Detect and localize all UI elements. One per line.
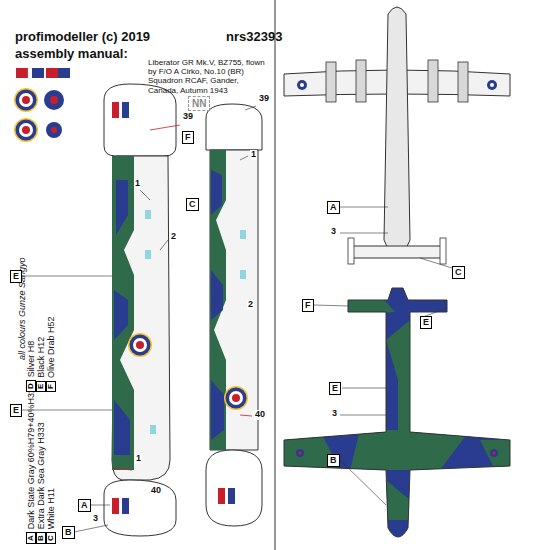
- legend-row: B Extra Dark Sea Gray H333: [36, 388, 46, 544]
- callout-letter: B: [327, 454, 340, 467]
- paint-name: Black H12: [36, 337, 46, 378]
- aircraft-description: Liberator GR Mk.V, BZ755, flown by F/O A…: [148, 58, 270, 95]
- callout-letter: E: [10, 404, 22, 417]
- callout-number: 2: [247, 300, 254, 310]
- paint-letter: D: [26, 380, 36, 392]
- top-view-underside: [284, 7, 510, 268]
- callout-number: 39: [182, 112, 194, 122]
- sheet-subtitle: assembly manual:: [15, 47, 128, 61]
- legend-row: C White H11: [46, 388, 56, 544]
- callout-number: 3: [330, 227, 337, 237]
- paint-legend: D Silver H8E Black H12F Olive Drab H52: [26, 317, 56, 392]
- callout-number: 1: [135, 454, 142, 464]
- paint-name: Olive Drab H52: [46, 317, 56, 379]
- paint-name: White H11: [46, 488, 56, 529]
- callout-number: 40: [254, 410, 266, 420]
- callout-number: 1: [134, 179, 141, 189]
- paint-letter: E: [36, 381, 46, 392]
- callout-letter: E: [10, 270, 22, 283]
- paint-legend: A Dark State Gray 60%H79+40%H32B Extra Dar…: [26, 388, 56, 544]
- callout-letter: F: [302, 299, 314, 312]
- callout-number: 1: [250, 150, 257, 160]
- callout-number: 40: [150, 486, 162, 496]
- paint-letter: F: [46, 381, 56, 392]
- callout-letter: E: [420, 316, 432, 329]
- legend-row: D Silver H8: [26, 317, 36, 392]
- paint-name: Dark State Gray 60%H79+40%H32: [26, 388, 36, 529]
- callout-letter: E: [329, 382, 341, 395]
- side-view-starboard: [206, 104, 262, 526]
- callout-letter: C: [186, 198, 199, 211]
- paint-name: Silver H8: [26, 341, 36, 378]
- paint-letter: A: [26, 532, 36, 544]
- legend-row: A Dark State Gray 60%H79+40%H32: [26, 388, 36, 544]
- callout-letter: A: [78, 499, 91, 512]
- callout-number: 39: [258, 94, 270, 104]
- placeholder-mark: NN: [188, 96, 210, 111]
- callout-letter: A: [327, 201, 340, 214]
- callout-number: 2: [170, 232, 177, 242]
- paint-letter: B: [36, 532, 46, 544]
- paint-name: Extra Dark Sea Gray H333: [36, 422, 46, 529]
- side-view-port: [22, 84, 180, 536]
- callout-letter: B: [62, 526, 75, 539]
- kit-number: nrs32393: [226, 30, 282, 44]
- paint-letter: C: [46, 532, 56, 544]
- callout-number: 3: [331, 409, 338, 419]
- insignia-set: [14, 68, 70, 142]
- plan-view-camouflage: [280, 285, 515, 550]
- callout-letter: C: [452, 266, 465, 279]
- legend-row: F Olive Drab H52: [46, 317, 56, 392]
- sheet-divider: [275, 0, 276, 550]
- callout-letter: F: [182, 131, 194, 144]
- maker-title: profimodeller (c) 2019: [15, 30, 150, 44]
- legend-row: E Black H12: [36, 317, 46, 392]
- callout-number: 3: [92, 514, 99, 524]
